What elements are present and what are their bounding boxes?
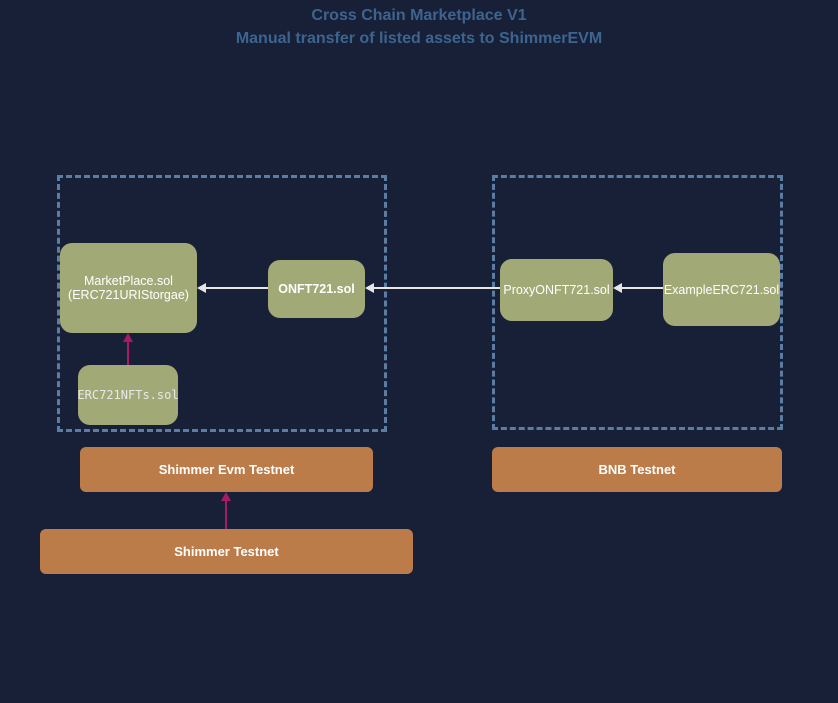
diagram-title-line2: Manual transfer of listed assets to Shim…	[235, 30, 603, 48]
shimmer-evm-testnet-container	[57, 175, 387, 432]
arrowhead-left-icon	[613, 283, 622, 293]
arrowhead-left-icon	[365, 283, 374, 293]
edge-shimmer-to-shimmerevm	[225, 500, 227, 529]
node-onft721-sol: ONFT721.sol	[268, 260, 365, 318]
diagram-title-line1: Cross Chain Marketplace V1	[311, 7, 527, 24]
node-marketplace-sol: MarketPlace.sol (ERC721URIStorgae)	[60, 243, 197, 333]
node-exampleerc721-sol: ExampleERC721.sol	[663, 253, 780, 326]
chain-label-shimmer-testnet: Shimmer Testnet	[40, 529, 413, 574]
arrowhead-up-icon	[221, 492, 231, 501]
chain-label-shimmer-evm-testnet: Shimmer Evm Testnet	[80, 447, 373, 492]
diagram-title: Cross Chain Marketplace V1 Manual transf…	[0, 4, 838, 50]
edge-erc721nfts-to-marketplace	[127, 341, 129, 365]
chain-label-bnb-testnet: BNB Testnet	[492, 447, 782, 492]
edge-proxyonft-to-onft	[373, 287, 500, 289]
node-proxyonft721-sol: ProxyONFT721.sol	[500, 259, 613, 321]
bnb-testnet-container	[492, 175, 783, 430]
arrowhead-up-icon	[123, 333, 133, 342]
arrowhead-left-icon	[197, 283, 206, 293]
edge-onft-to-marketplace	[205, 287, 268, 289]
edge-exampleerc721-to-proxyonft	[621, 287, 663, 289]
node-erc721nfts-sol: ERC721NFTs.sol	[77, 365, 179, 425]
